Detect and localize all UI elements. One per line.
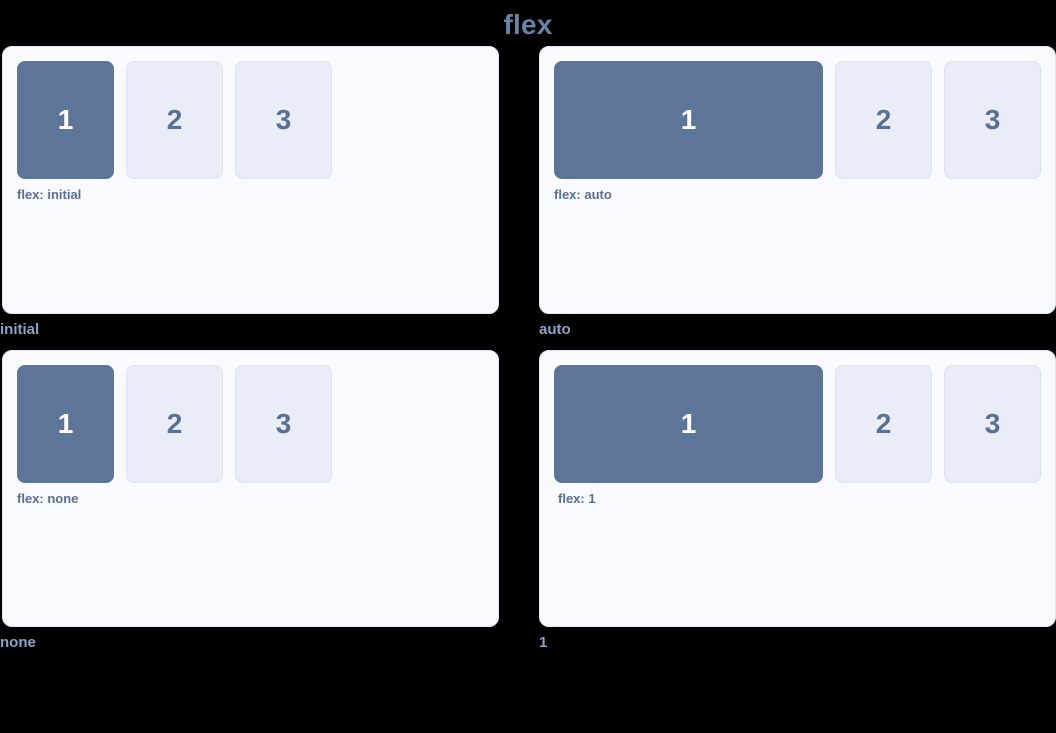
- flex-item-2: 2: [126, 365, 223, 483]
- demo-cell-none: 1 2 3 flex: none none: [0, 350, 499, 663]
- demo-cell-one: 1 2 3 flex: 1 1: [539, 350, 1056, 663]
- flex-item-3: 3: [235, 365, 332, 483]
- flex-item-label: 1: [680, 408, 697, 439]
- demo-panel-one: 1 2 3 flex: 1: [539, 350, 1056, 627]
- flex-item-1: 1: [17, 61, 114, 179]
- flex-container-one: 1 2 3: [554, 365, 1041, 483]
- flex-container-auto: 1 2 3: [554, 61, 1041, 179]
- flex-item-3: 3: [944, 61, 1041, 179]
- panel-grid: 1 2 3 flex: initial initial 1: [0, 46, 1056, 663]
- demo-panel-none: 1 2 3 flex: none: [2, 350, 499, 627]
- page-title: flex: [503, 9, 553, 40]
- flex-container-initial: 1 2 3: [17, 61, 484, 179]
- flex-item-label: 3: [984, 408, 1001, 439]
- flex-property-label: flex: none: [17, 491, 79, 506]
- flex-property-label: flex: initial: [17, 187, 82, 202]
- flex-item-1: 1: [554, 365, 823, 483]
- flex-item-2: 2: [835, 61, 932, 179]
- flex-item-2: 2: [126, 61, 223, 179]
- flex-item-3: 3: [235, 61, 332, 179]
- flex-property-label: flex: 1: [558, 491, 596, 506]
- flex-item-3: 3: [944, 365, 1041, 483]
- flex-item-label: 3: [275, 104, 292, 135]
- flex-item-label: 3: [275, 408, 292, 439]
- flex-item-label: 2: [166, 104, 183, 135]
- flex-property-label: flex: auto: [554, 187, 612, 202]
- demo-panel-auto: 1 2 3 flex: auto: [539, 46, 1056, 314]
- flex-container-none: 1 2 3: [17, 365, 484, 483]
- flex-item-label: 2: [875, 408, 892, 439]
- panel-caption: 1: [539, 634, 548, 651]
- panel-caption: auto: [539, 321, 571, 338]
- flex-item-1: 1: [17, 365, 114, 483]
- panel-caption: initial: [0, 321, 40, 338]
- demo-cell-initial: 1 2 3 flex: initial initial: [0, 46, 499, 350]
- demo-panel-initial: 1 2 3 flex: initial: [2, 46, 499, 314]
- flex-item-2: 2: [835, 365, 932, 483]
- flex-item-label: 1: [57, 104, 74, 135]
- flex-item-label: 1: [680, 104, 697, 135]
- flex-item-label: 3: [984, 104, 1001, 135]
- flex-item-label: 1: [57, 408, 74, 439]
- flex-item-label: 2: [875, 104, 892, 135]
- demo-cell-auto: 1 2 3 flex: auto auto: [539, 46, 1056, 350]
- flex-item-label: 2: [166, 408, 183, 439]
- panel-caption: none: [0, 634, 36, 651]
- flex-item-1: 1: [554, 61, 823, 179]
